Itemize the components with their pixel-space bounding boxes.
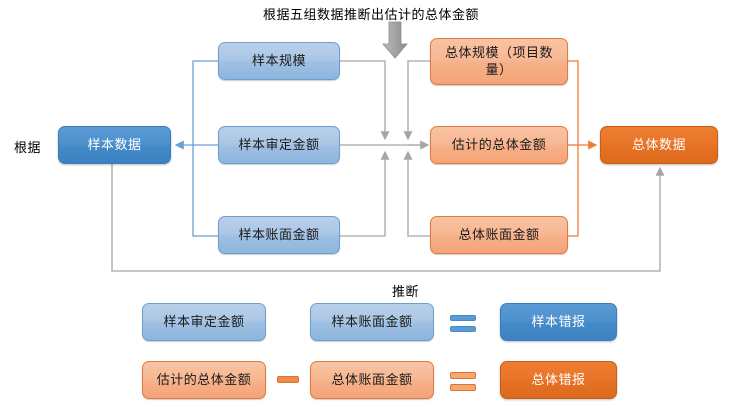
eq2-left-operand[interactable]: 估计的总体金额 — [142, 361, 266, 399]
according-to-label: 根据 — [14, 140, 42, 155]
eq1-result[interactable]: 样本错报 — [500, 303, 617, 341]
node-sample-audited-amount[interactable]: 样本审定金额 — [218, 126, 340, 164]
bottom-annotation: 推断 — [392, 284, 420, 299]
gray-left-convergence — [340, 60, 420, 237]
inference-down-arrow — [382, 21, 408, 59]
eq1-left-operand[interactable]: 样本审定金额 — [142, 303, 266, 341]
eq2-right-operand[interactable]: 总体账面金额 — [310, 361, 434, 399]
top-annotation: 根据五组数据推断出估计的总体金额 — [263, 7, 480, 22]
eq2-result[interactable]: 总体错报 — [500, 361, 617, 399]
node-sample-size[interactable]: 样本规模 — [218, 42, 340, 80]
eq1-right-operand[interactable]: 样本账面金额 — [310, 303, 434, 341]
eq1-equals-sign — [450, 315, 476, 332]
gray-feedback-connector — [111, 164, 665, 272]
node-population-book-amount[interactable]: 总体账面金额 — [430, 216, 568, 254]
node-sample-book-amount[interactable]: 样本账面金额 — [218, 216, 340, 254]
gray-right-convergence — [403, 60, 430, 237]
eq2-minus-sign — [277, 376, 299, 383]
node-population-size[interactable]: 总体规模（项目数量） — [430, 38, 568, 85]
node-estimated-population-amount[interactable]: 估计的总体金额 — [430, 126, 568, 164]
node-sample-data[interactable]: 样本数据 — [58, 126, 171, 164]
eq2-equals-sign — [450, 372, 476, 391]
node-population-data[interactable]: 总体数据 — [600, 126, 718, 164]
